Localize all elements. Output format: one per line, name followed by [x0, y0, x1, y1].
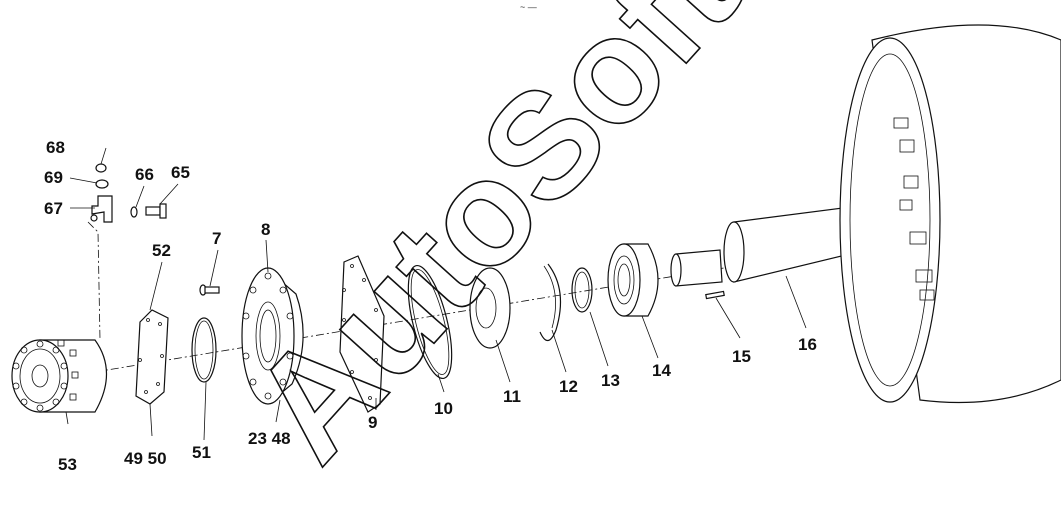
drum [839, 24, 1061, 404]
callout-49-50: 49 50 [124, 449, 167, 468]
leader-lines [65, 147, 807, 441]
part-51-o-ring [191, 317, 217, 383]
callout-15: 15 [732, 347, 751, 366]
callout-53: 53 [58, 455, 77, 474]
callout-51: 51 [192, 443, 211, 462]
callout-52: 52 [152, 241, 171, 260]
callout-9: 9 [368, 413, 377, 432]
part-66-seal-ring [130, 206, 138, 218]
part-68-plug [95, 163, 107, 173]
callout-10: 10 [434, 399, 453, 418]
fitting-axis [87, 221, 101, 341]
watermark-text: AutoSoft [219, 0, 767, 491]
callout-labels: 68 69 67 66 65 7 8 52 53 49 50 51 23 48 … [44, 138, 817, 474]
part-67-elbow-fitting [90, 195, 113, 223]
part-52-cover-plate [135, 309, 169, 405]
part-12-circlip [539, 263, 562, 342]
callout-11: 11 [503, 387, 521, 406]
part-9-gasket [339, 255, 385, 413]
callout-16: 16 [798, 335, 817, 354]
callout-14: 14 [652, 361, 671, 380]
callout-23-48: 23 48 [248, 429, 291, 448]
part-65-bolt [145, 203, 167, 219]
callout-13: 13 [601, 371, 620, 390]
part-53-motor-housing [11, 339, 108, 413]
part-69-washer [95, 179, 109, 189]
callout-7: 7 [212, 229, 221, 248]
header-mark: ~ — [520, 2, 537, 12]
callout-69: 69 [44, 168, 63, 187]
part-8-mounting-flange [241, 267, 304, 405]
part-10-snap-ring [407, 264, 453, 380]
part-15-key [705, 290, 725, 300]
callout-68: 68 [46, 138, 65, 157]
part-13-retaining-ring [571, 267, 593, 313]
callout-12: 12 [559, 377, 578, 396]
part-14-bearing [607, 243, 659, 317]
part-11-thrust-disc [469, 267, 511, 349]
callout-67: 67 [44, 199, 63, 218]
callout-66: 66 [135, 165, 154, 184]
part-7-bolt [199, 284, 220, 296]
callout-65: 65 [171, 163, 190, 182]
callout-8: 8 [261, 220, 270, 239]
